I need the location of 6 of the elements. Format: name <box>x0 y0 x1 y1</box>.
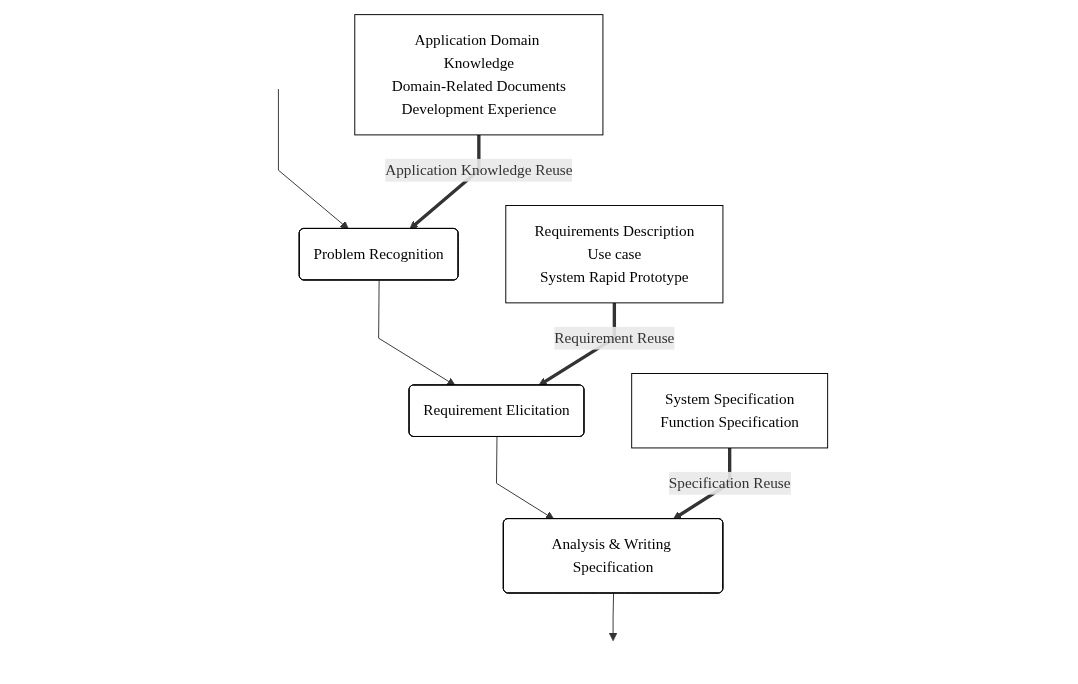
node-box: Application Domain Knowledge Domain-Related Documents Development Experience <box>354 14 604 136</box>
edge-label: Requirement Reuse <box>554 329 675 346</box>
node-box: System Specification Function Specification <box>631 373 829 449</box>
node-box: Requirements Description Use case System Rapid Prototype <box>505 205 724 304</box>
edge-label: Application Knowledge Reuse <box>385 161 573 178</box>
edge-label: Specification Reuse <box>669 474 791 491</box>
